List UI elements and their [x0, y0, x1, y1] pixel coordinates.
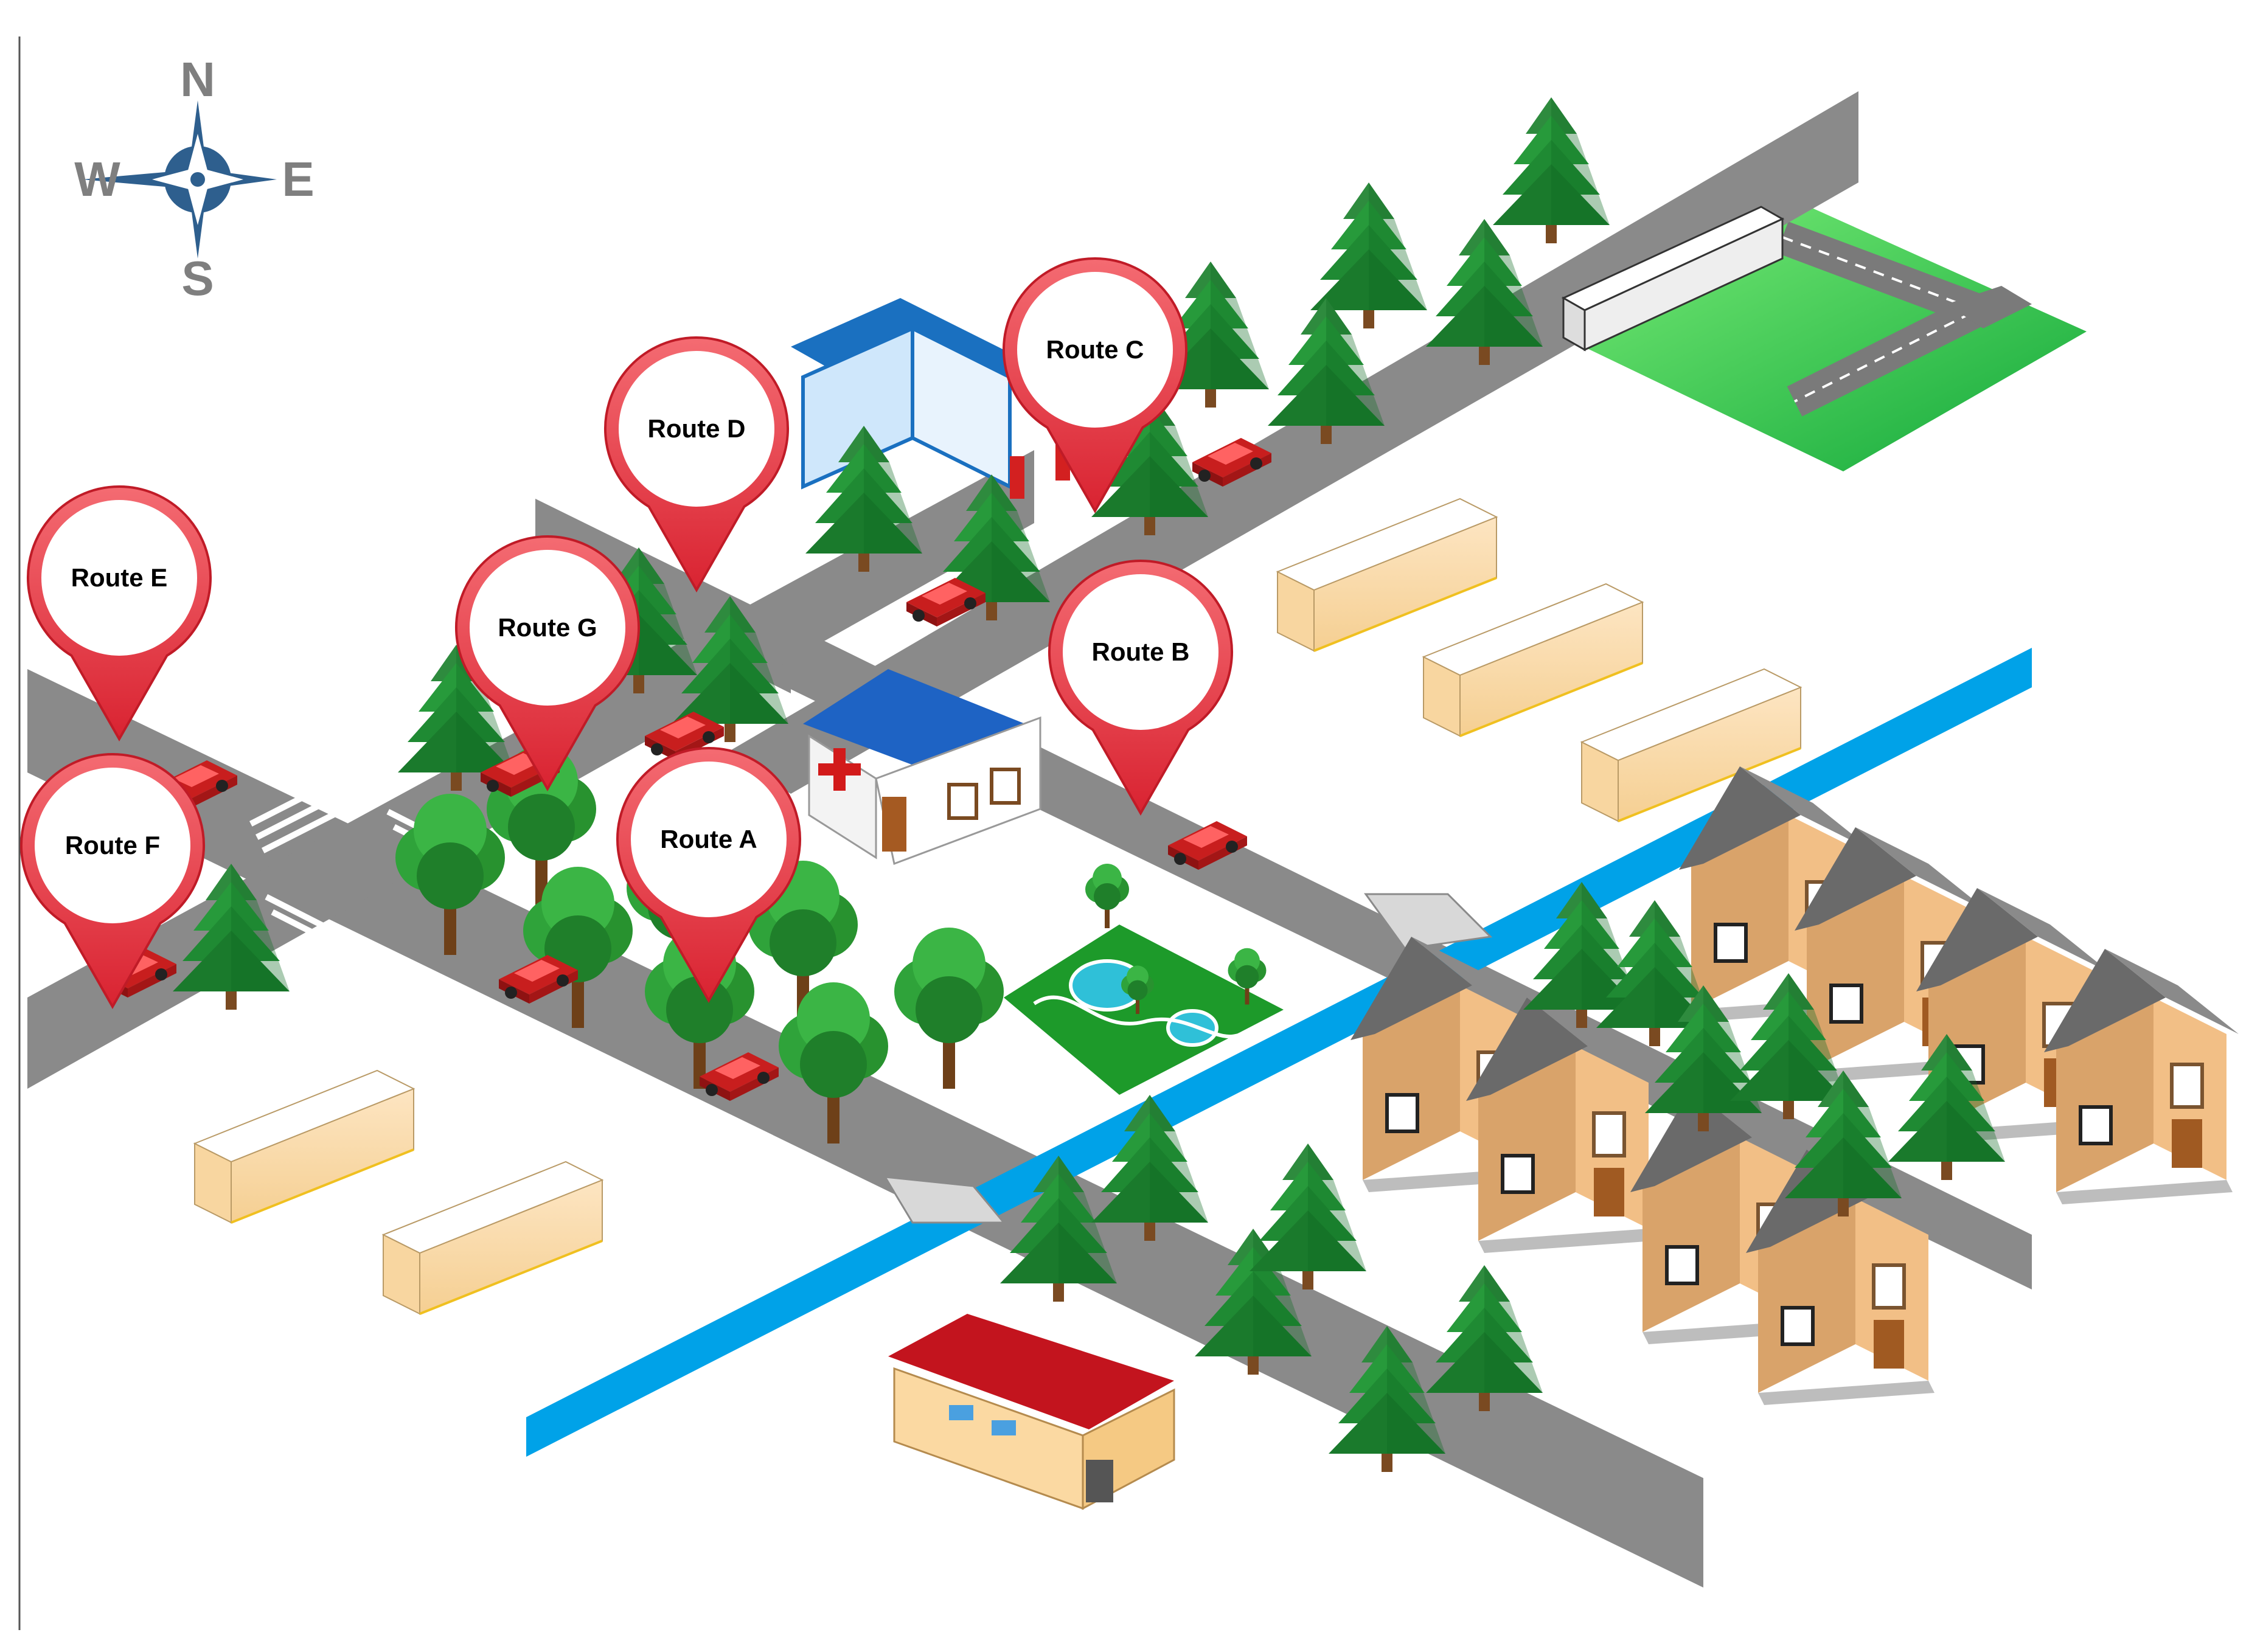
pin-inner-circle — [470, 550, 625, 706]
compass-north-label: N — [180, 52, 215, 106]
pin-route-a[interactable]: Route A — [616, 747, 801, 1004]
warehouse-icon — [888, 1314, 1175, 1510]
pin-inner-circle — [41, 500, 197, 656]
route-label: Route C — [1046, 335, 1144, 364]
pin-route-b[interactable]: Route B — [1048, 560, 1233, 816]
hospital-icon — [803, 669, 1041, 866]
pin-route-f[interactable]: Route F — [20, 753, 205, 1010]
compass-south-label: S — [181, 251, 214, 305]
route-label: Route F — [65, 831, 160, 859]
route-label: Route D — [648, 414, 746, 443]
pin-inner-circle — [619, 351, 774, 507]
pin-inner-circle — [35, 768, 190, 923]
compass-west-label: W — [74, 152, 120, 206]
bridge-icon — [883, 893, 1493, 1224]
pin-inner-circle — [1017, 272, 1173, 428]
pin-inner-circle — [1063, 574, 1218, 730]
pin-route-e[interactable]: Route E — [27, 485, 212, 742]
park-icon — [1004, 864, 1284, 1095]
route-label: Route G — [498, 613, 597, 642]
pin-route-g[interactable]: Route G — [455, 535, 640, 792]
pin-route-c[interactable]: Route C — [1003, 257, 1187, 514]
route-label: Route A — [660, 825, 757, 853]
pin-inner-circle — [631, 762, 787, 917]
route-pins: Route A Route B Route C Route D Route E Route… — [20, 257, 1233, 1010]
compass-rose-icon — [82, 100, 277, 259]
pin-route-d[interactable]: Route D — [604, 336, 789, 593]
compass-east-label: E — [282, 152, 314, 206]
river — [526, 648, 2032, 1457]
hangar-building — [1561, 206, 1785, 352]
route-label: Route B — [1092, 637, 1190, 666]
route-label: Route E — [71, 563, 168, 592]
